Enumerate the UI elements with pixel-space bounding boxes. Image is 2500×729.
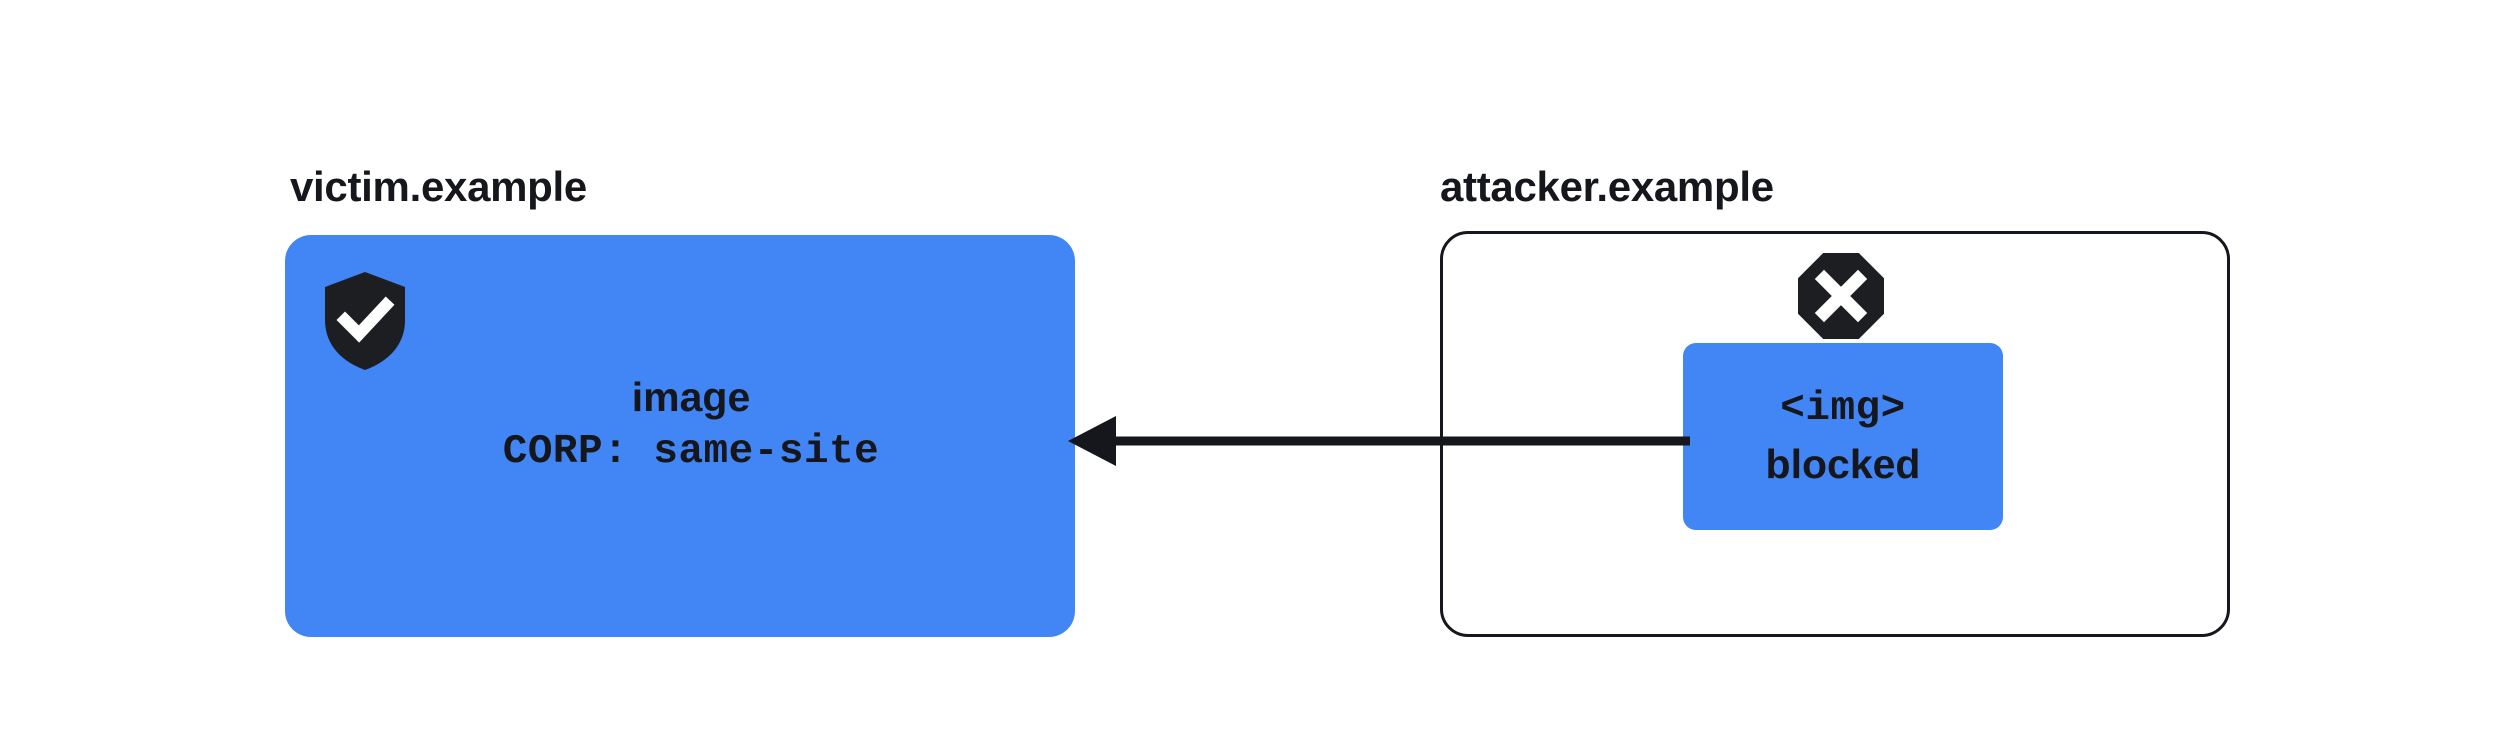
victim-resource-corp-header: CORP: same-site (502, 429, 880, 476)
victim-origin-label: victim.example (290, 163, 587, 210)
attacker-origin-box: <img> blocked (1440, 231, 2230, 637)
attacker-origin-label: attacker.example (1440, 163, 1774, 210)
victim-resource-text: image CORP: same-site (285, 373, 1075, 477)
blocked-octagon-x-icon (1798, 253, 1884, 339)
shield-check-icon (325, 272, 405, 370)
attacker-img-tag-text: <img> (1780, 386, 1906, 433)
blocked-request-arrow (1060, 410, 1690, 472)
victim-origin-box: image CORP: same-site (285, 235, 1075, 637)
victim-resource-name: image (631, 374, 751, 420)
attacker-img-element-box: <img> blocked (1683, 343, 2003, 530)
attacker-img-status-text: blocked (1765, 440, 1921, 487)
